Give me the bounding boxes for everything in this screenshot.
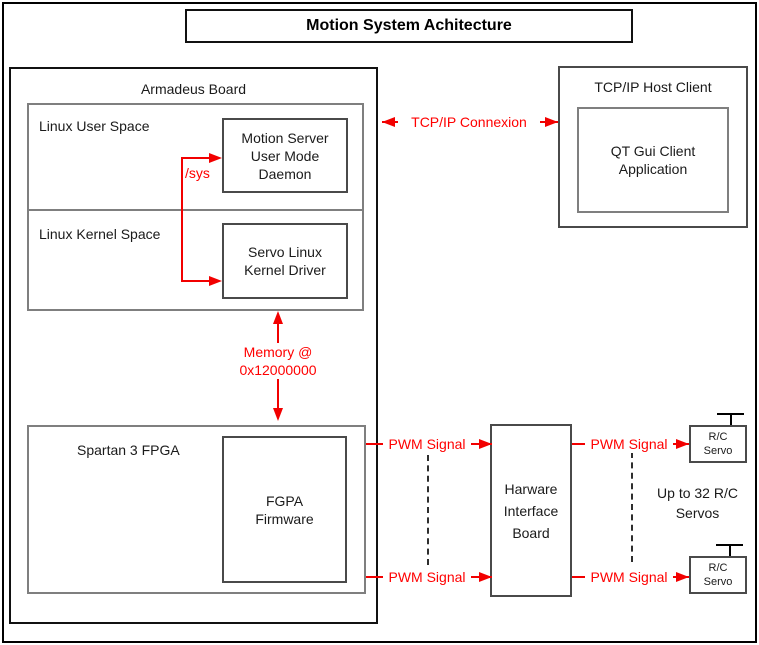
servo-kernel-driver-box: Servo Linux Kernel Driver [222, 223, 348, 299]
sys-connector-line [181, 280, 212, 282]
rc-servo-top-box: R/C Servo [689, 425, 747, 463]
fpga-firmware-label: FGPA Firmware [255, 492, 314, 527]
motion-server-daemon-box: Motion Server User Mode Daemon [222, 118, 348, 193]
servo-kernel-driver-label: Servo Linux Kernel Driver [244, 244, 326, 278]
hardware-interface-board-box: Harware Interface Board [490, 424, 572, 597]
dashed-ellipsis-line [427, 455, 429, 565]
linux-kernel-space-label: Linux Kernel Space [39, 226, 161, 242]
servo-count-note: Up to 32 R/C Servos [657, 485, 738, 521]
pwm-signal-label: PWM Signal [585, 569, 673, 586]
arrow-right-icon [676, 572, 689, 582]
arrow-right-icon [545, 117, 558, 127]
arrow-right-icon [209, 153, 222, 163]
antenna-icon [729, 544, 731, 556]
linux-user-space-label: Linux User Space [39, 118, 150, 134]
qt-gui-client-label: QT Gui Client Application [610, 143, 696, 177]
sys-label: /sys [185, 165, 210, 181]
arrow-left-icon [382, 117, 395, 127]
arrow-down-icon [273, 408, 283, 421]
arrow-right-icon [479, 439, 492, 449]
arrow-right-icon [479, 572, 492, 582]
sys-connector-line [181, 157, 183, 282]
tcp-connection-label: TCP/IP Connexion [398, 114, 540, 131]
spartan-fpga-label: Spartan 3 FPGA [77, 442, 180, 458]
hardware-interface-board-label: Harware Interface Board [503, 480, 559, 541]
title-box: Motion System Achitecture [185, 9, 633, 43]
pwm-signal-label: PWM Signal [383, 569, 471, 586]
motion-server-daemon-label: Motion Server User Mode Daemon [241, 129, 329, 182]
armadeus-board-label: Armadeus Board [140, 81, 247, 97]
pwm-signal-label: PWM Signal [585, 436, 673, 453]
memory-address-label: Memory @ 0x12000000 [217, 343, 339, 379]
arrow-right-icon [209, 276, 222, 286]
arrow-right-icon [676, 439, 689, 449]
tcpip-host-client-label: TCP/IP Host Client [594, 79, 712, 95]
arrow-up-icon [273, 311, 283, 324]
rc-servo-bottom-box: R/C Servo [689, 556, 747, 594]
rc-servo-bottom-label: R/C Servo [703, 562, 733, 588]
pwm-signal-label: PWM Signal [383, 436, 471, 453]
sys-connector-line [181, 157, 212, 159]
rc-servo-top-label: R/C Servo [703, 431, 733, 457]
antenna-icon [730, 413, 732, 425]
qt-gui-client-box: QT Gui Client Application [577, 107, 729, 213]
fpga-firmware-box: FGPA Firmware [222, 436, 347, 583]
diagram-title: Motion System Achitecture [306, 17, 512, 34]
dashed-ellipsis-line [631, 452, 633, 562]
